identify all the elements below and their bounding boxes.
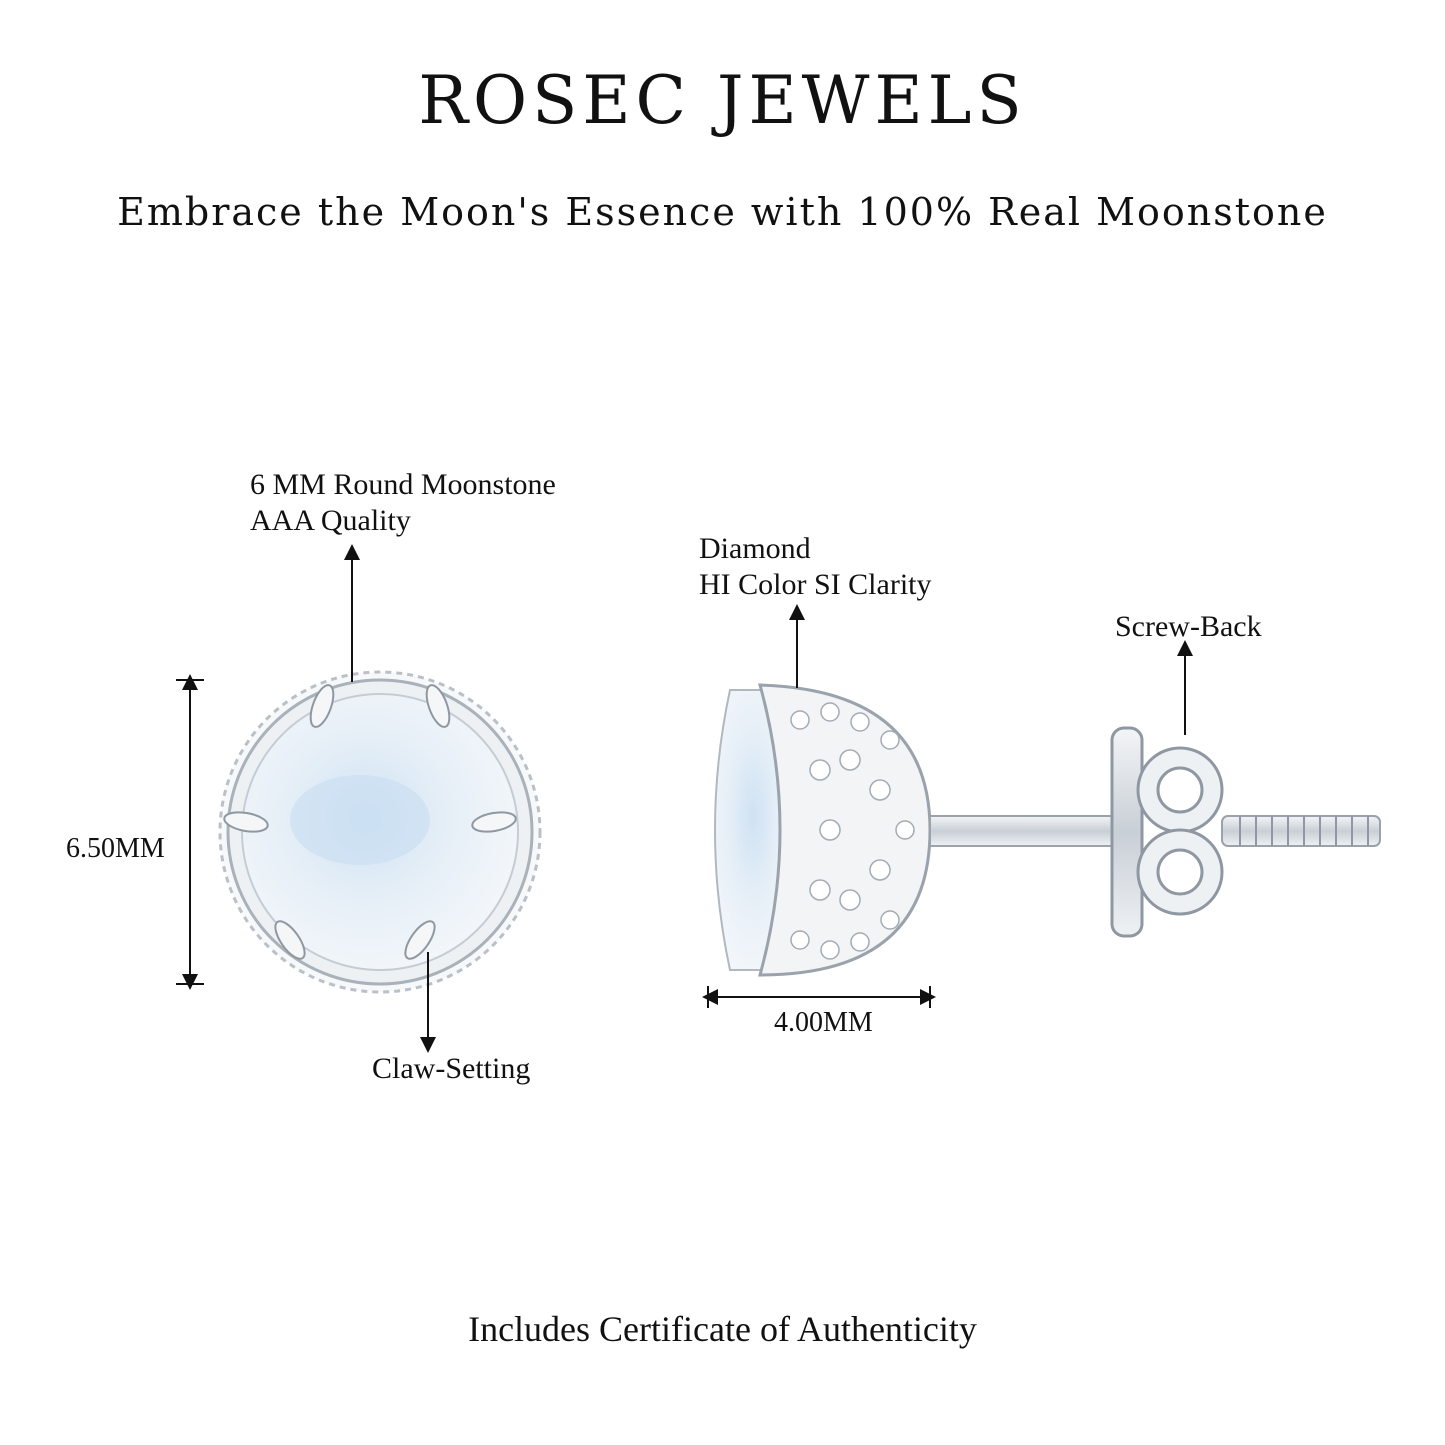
claw-prongs (223, 684, 517, 960)
claw-setting-label: Claw-Setting (372, 1052, 531, 1085)
annotation-arrows (176, 544, 1193, 1053)
threaded-post (1221, 815, 1381, 847)
diamond-label-line1: Diamond (699, 532, 811, 565)
post (929, 815, 1121, 847)
screw-back-disc (1110, 726, 1144, 938)
screw-back-loops (1136, 746, 1224, 916)
front-view-earring (218, 670, 542, 994)
side-view-earring (714, 683, 1381, 977)
moonstone-label-line2: AAA Quality (250, 504, 411, 537)
width-dimension-label: 4.00MM (774, 1007, 873, 1038)
diamond-label-line2: HI Color SI Clarity (699, 568, 932, 601)
certificate-note: Includes Certificate of Authenticity (468, 1309, 977, 1349)
brand-title: ROSEC JEWELS (418, 62, 1027, 139)
height-dimension-label: 6.50MM (66, 833, 165, 864)
diamond-label: Diamond HI Color SI Clarity (699, 531, 932, 603)
moonstone-label-line1: 6 MM Round Moonstone (250, 468, 556, 501)
tagline: Embrace the Moon's Essence with 100% Rea… (117, 190, 1328, 234)
screw-back-label: Screw-Back (1115, 610, 1262, 643)
diamond-accents (790, 702, 915, 960)
moonstone-label: 6 MM Round Moonstone AAA Quality (250, 467, 556, 539)
